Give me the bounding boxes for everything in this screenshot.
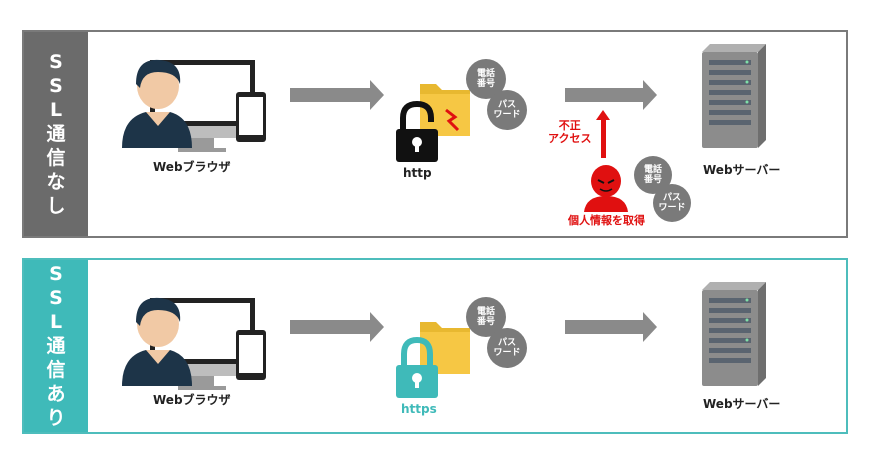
bubble-text-line: パス [662, 193, 681, 203]
bubble-text-line: ワード [493, 348, 521, 358]
side-char: な [46, 171, 66, 193]
unauthorized-access-label: 不正 アクセス [548, 119, 591, 145]
attacker-label: 個人情報を取得 [568, 214, 645, 227]
side-char: L [49, 99, 63, 121]
bubble-text-line: ワード [493, 110, 521, 120]
bubble-text-line: 番号 [476, 79, 495, 89]
server-label-top: Webサーバー [703, 163, 781, 177]
attack-label-line: アクセス [548, 132, 592, 145]
bubble-phone-bottom: 電話 番号 [474, 307, 498, 327]
attacker-bubble-password: パス ワード [656, 193, 688, 213]
browser-label-bottom: Webブラウザ [153, 393, 231, 407]
side-char: 通 [46, 335, 66, 357]
protocol-label-https: https [401, 402, 437, 416]
side-char: り [46, 407, 66, 429]
side-label-ssl-enabled: S S L 通 信 あ り [24, 260, 88, 432]
bubble-password-bottom: パス ワード [491, 338, 523, 358]
bubble-text-line: パス [497, 100, 516, 110]
bubble-text-line: 電話 [643, 165, 662, 175]
bubble-text-line: 電話 [476, 307, 495, 317]
server-label-bottom: Webサーバー [703, 397, 781, 411]
side-char: し [46, 195, 66, 217]
side-char: S [49, 263, 63, 285]
side-char: 信 [46, 359, 66, 381]
side-char: 通 [46, 123, 66, 145]
side-char: S [49, 51, 63, 73]
protocol-label-http: http [403, 166, 432, 180]
side-char: 信 [46, 147, 66, 169]
bubble-text-line: 電話 [476, 69, 495, 79]
bubble-password-top: パス ワード [491, 100, 523, 120]
bubble-text-line: パス [497, 338, 516, 348]
side-char: S [49, 287, 63, 309]
bubble-phone-top: 電話 番号 [474, 69, 498, 89]
bubble-text-line: 番号 [476, 317, 495, 327]
bubble-text-line: 番号 [643, 175, 662, 185]
side-char: L [49, 311, 63, 333]
attack-label-line: 不正 [558, 119, 581, 132]
side-label-ssl-none: S S L 通 信 な し [24, 32, 88, 236]
side-char: あ [46, 383, 66, 405]
bubble-text-line: ワード [658, 203, 686, 213]
attacker-bubble-phone: 電話 番号 [641, 165, 665, 185]
side-char: S [49, 75, 63, 97]
browser-label-top: Webブラウザ [153, 160, 231, 174]
